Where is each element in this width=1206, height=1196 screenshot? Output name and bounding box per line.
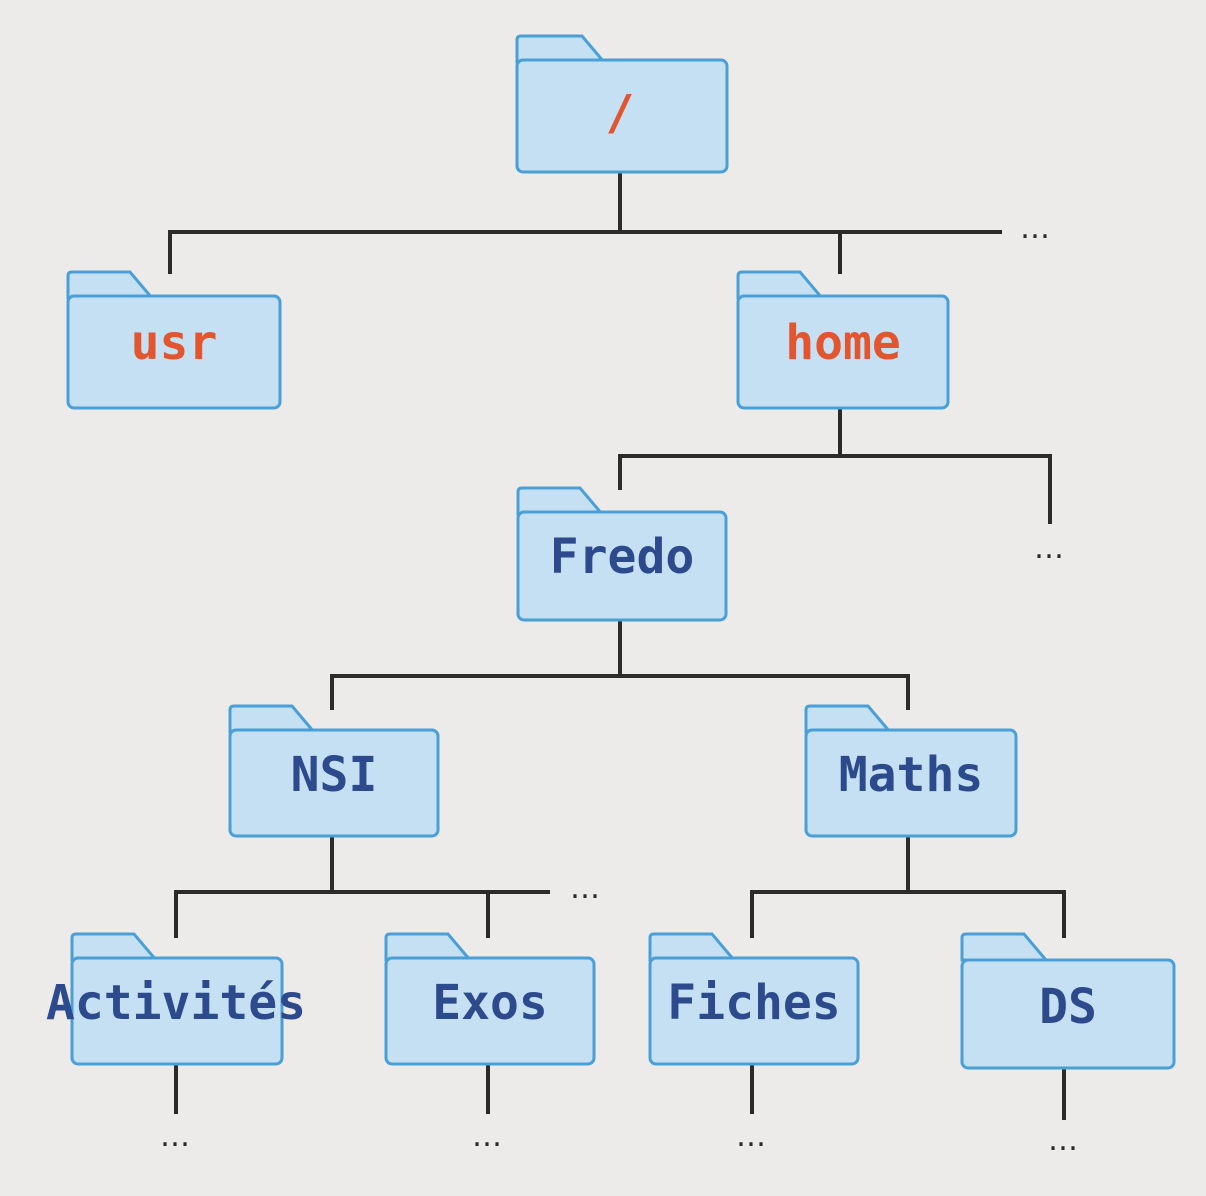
- folder-icon: [228, 704, 318, 734]
- folder-label-fiches: Fiches: [667, 975, 840, 1031]
- ellipsis-exos-children: …: [472, 1119, 504, 1154]
- folder-icon: [648, 932, 738, 962]
- folder-label-exos: Exos: [432, 975, 548, 1031]
- ellipsis-nsi-more: …: [570, 871, 602, 906]
- folder-icon: [70, 932, 160, 962]
- folder-icon: [384, 932, 474, 962]
- folder-label-usr: usr: [131, 315, 218, 371]
- folder-fredo[interactable]: Fredo: [516, 486, 728, 622]
- tree-edges: [168, 170, 1066, 1120]
- folder-label-maths: Maths: [839, 747, 984, 803]
- ellipsis-activites-children: …: [160, 1119, 192, 1154]
- folder-root[interactable]: /: [515, 34, 729, 174]
- folder-usr[interactable]: usr: [66, 270, 282, 410]
- folder-label-nsi: NSI: [291, 747, 378, 803]
- folder-maths[interactable]: Maths: [804, 704, 1018, 838]
- folder-label-root: /: [606, 85, 635, 141]
- folder-label-activites: Activités: [46, 975, 306, 1031]
- folder-nsi[interactable]: NSI: [228, 704, 440, 838]
- folder-icon: [516, 486, 606, 516]
- ellipsis-markers: … … … … … … …: [160, 211, 1080, 1158]
- folder-exos[interactable]: Exos: [384, 932, 596, 1066]
- ellipsis-root-more: …: [1020, 211, 1052, 246]
- ellipsis-home-more: …: [1034, 531, 1066, 566]
- ellipsis-fiches-children: …: [736, 1119, 768, 1154]
- folder-label-fredo: Fredo: [550, 529, 695, 585]
- folder-icon: [960, 932, 1050, 962]
- folder-icon: [515, 34, 608, 64]
- folder-icon: [66, 270, 156, 300]
- folder-home[interactable]: home: [736, 270, 950, 410]
- folder-ds[interactable]: DS: [960, 932, 1176, 1070]
- folder-icon: [736, 270, 826, 300]
- folder-label-home: home: [785, 315, 901, 371]
- folder-icon: [804, 704, 894, 734]
- ellipsis-ds-children: …: [1048, 1123, 1080, 1158]
- folder-fiches[interactable]: Fiches: [648, 932, 860, 1066]
- folder-label-ds: DS: [1039, 979, 1097, 1035]
- folder-activites[interactable]: Activités: [46, 932, 306, 1066]
